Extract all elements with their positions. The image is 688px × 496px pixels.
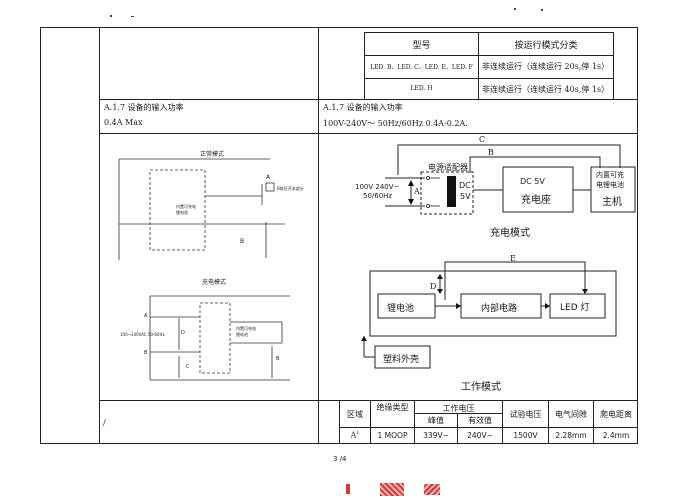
table-divider: [99, 99, 638, 100]
slash-mark: /: [103, 418, 106, 427]
left-section-value: 0.4A Max: [104, 118, 143, 127]
row-zone: A1: [350, 430, 360, 440]
speck: [514, 8, 516, 10]
charge-mode-label-a: A: [144, 313, 148, 319]
mode-table-row-mode: 非连续运行（连续运行 20s,停 1s）: [482, 62, 610, 71]
table-divider: [99, 27, 100, 444]
charge-mode-label-b2: B: [276, 356, 280, 362]
mode-table-row-model: LED. H: [410, 85, 433, 92]
host-label-1: 内置可充: [596, 171, 624, 179]
stamp-mark: [346, 484, 350, 494]
work-label-e: E: [510, 254, 516, 263]
mode-table-row-mode: 非连续运行（连续运行 40s,停 1s）: [482, 85, 610, 94]
table-divider: [318, 27, 319, 444]
input-label-2: 50/60Hz: [363, 192, 393, 200]
row-test-voltage: 1500V: [513, 431, 538, 440]
dc-volt-label: 5V: [460, 192, 471, 201]
charge-mode-caption: 充电模式: [490, 228, 530, 239]
header-clearance: 电气间隙: [555, 410, 587, 419]
row-clearance: 2.28mm: [555, 431, 587, 440]
led-label: LED 灯: [560, 303, 590, 313]
header-voltage: 工作电压: [442, 404, 475, 413]
row-insulation: 1 MOOP: [377, 431, 408, 440]
input-label-1: 100V 240V~: [355, 183, 400, 191]
stamp-mark: [424, 484, 440, 495]
circuit-label: 内部电路: [481, 304, 518, 314]
row-peak: 339V~: [423, 431, 449, 440]
speck: [541, 9, 543, 11]
dock-label: 充电座: [521, 195, 551, 206]
dc-label: DC: [459, 181, 471, 190]
row-rms: 240V~: [467, 431, 493, 440]
charge-mode-input-label: 100~240VAC 50-60Hz: [120, 332, 165, 337]
page-number: 3 /4: [333, 455, 347, 463]
normal-mode-label-b: B: [240, 238, 245, 245]
header-zone: 区域: [347, 410, 363, 419]
normal-mode-label-right: B按压开关部分: [277, 186, 304, 191]
table-border: [40, 27, 41, 444]
left-section-heading: A.1.7 设备的输入功率: [104, 103, 184, 112]
table-divider: [99, 133, 638, 134]
stamp-mark: [380, 483, 404, 496]
mode-table-header-model: 型号: [412, 41, 431, 51]
host-label-2: 电锂电池: [596, 181, 624, 189]
right-section-heading: A.1.7 设备的输入功率: [323, 103, 403, 112]
right-section-value: 100V-240V～ 50Hz/60Hz 0.4A-0.2A.: [323, 119, 468, 128]
shell-label: 塑料外壳: [383, 355, 420, 365]
header-creepage: 爬电距离: [600, 410, 632, 419]
charge-label-b: B: [488, 148, 494, 157]
charge-mode-label-b: B: [144, 350, 148, 356]
mode-table-header-mode: 按运行模式分类: [514, 41, 578, 51]
header-insulation: 绝缘类型: [376, 403, 409, 412]
battery-label: 锂电池: [387, 304, 415, 314]
work-label-d: D: [430, 282, 437, 291]
row-creepage: 2.4mm: [602, 431, 630, 440]
adapter-label: 电源适配器: [428, 163, 468, 172]
charge-label-a: A: [414, 187, 420, 196]
charge-mode-label-c: C: [186, 364, 190, 370]
charge-mode-label-inner: 内置可充电锂电池: [236, 326, 256, 337]
normal-mode-title: 正常模式: [200, 151, 225, 158]
dock-voltage-label: DC 5V: [520, 177, 545, 186]
charge-label-c: C: [479, 135, 486, 144]
mode-table-row-model: LED. B、LED. C、LED. E、LED. F: [370, 64, 473, 71]
header-rms: 有效值: [468, 416, 492, 425]
charge-mode-title: 充电模式: [202, 279, 227, 286]
charge-mode-label-d: D: [181, 330, 185, 336]
normal-mode-label-a: A: [266, 174, 271, 181]
table-border: [637, 27, 638, 444]
speck: [110, 15, 112, 17]
header-test-voltage: 试验电压: [509, 410, 542, 419]
table-border: [40, 27, 638, 28]
work-mode-caption: 工作模式: [461, 382, 501, 393]
normal-mode-label-inner: 内置可充电锂电池: [176, 204, 196, 215]
speck: [131, 16, 134, 17]
host-label-3: 主机: [602, 197, 622, 208]
header-peak: 峰值: [428, 416, 444, 425]
